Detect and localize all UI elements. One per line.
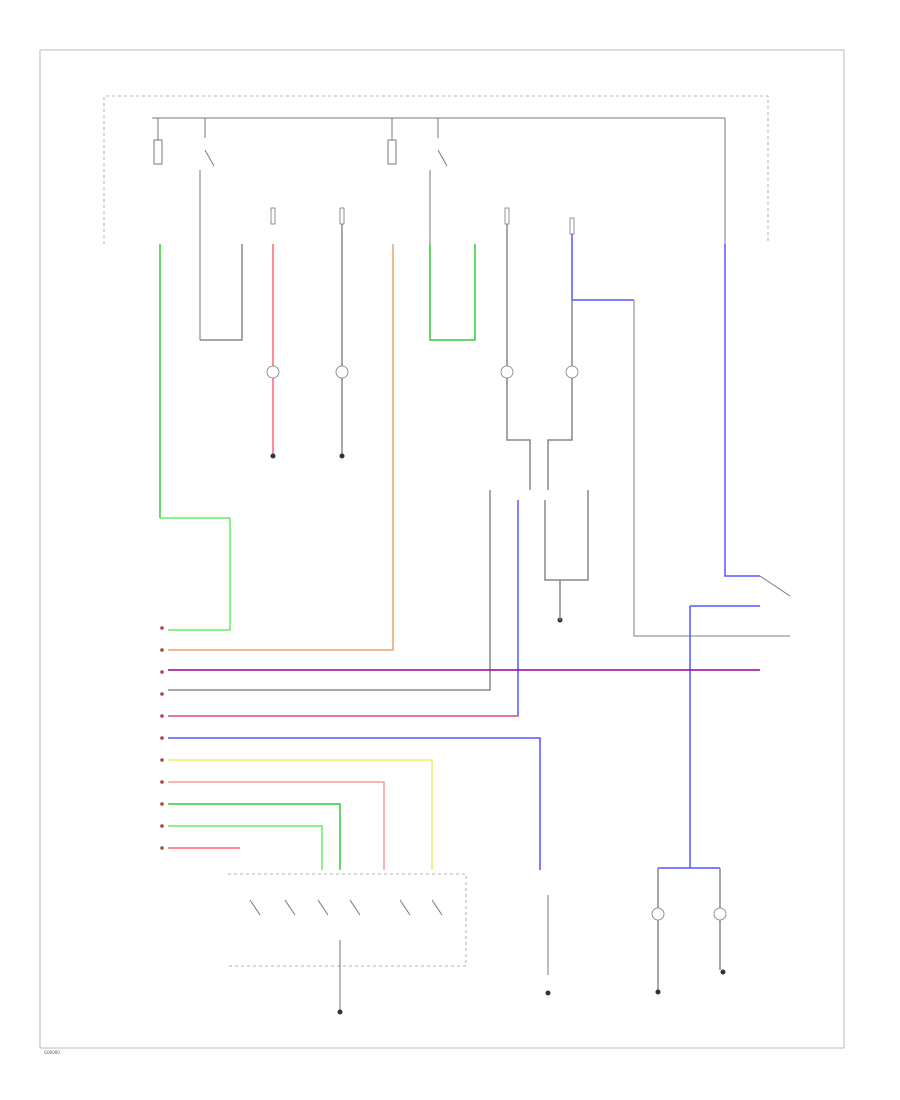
lamp-2: [335, 365, 349, 379]
wire-gray-mid: [168, 490, 491, 691]
wire-gray-long: [633, 300, 790, 637]
wire-relay-left-out: [200, 244, 243, 341]
wire-yellow: [168, 759, 433, 870]
wire-blue-right: [724, 244, 760, 577]
lamp-lower-1: [651, 907, 665, 921]
connector-pin-9: [160, 802, 164, 806]
wire-gray-right-lamp: [506, 224, 531, 490]
connector-pin-11: [160, 846, 164, 850]
wire-lightgreen-loop: [160, 517, 231, 631]
connector-pin-4: [160, 692, 164, 696]
figure-number: G00000: [44, 1050, 60, 1055]
combination-switch-contacts: [249, 899, 443, 1010]
ground-switch: [337, 1009, 343, 1015]
connector-pin-3: [160, 670, 164, 674]
connector-pin-10: [160, 824, 164, 828]
wire-blue-low: [168, 737, 541, 870]
wire-orange: [168, 244, 394, 651]
connector-pins: [160, 626, 164, 850]
wire-pink: [168, 781, 385, 870]
connector-pin-8: [160, 780, 164, 784]
ground-lamp-1: [655, 989, 661, 995]
wire-lightgreen-low: [168, 825, 323, 870]
lamp-lower-2: [713, 907, 727, 921]
wire-blue-mid: [168, 500, 519, 717]
connector-pin-1: [160, 626, 164, 630]
fuse-group: [270, 207, 575, 235]
wire-gray-right-lamp2: [547, 300, 573, 490]
relay-right: [387, 118, 448, 340]
lamp-1: [266, 365, 280, 379]
diagram-frame: [39, 49, 845, 1049]
lamp-3: [500, 365, 514, 379]
lamp-4: [565, 365, 579, 379]
connector-pin-6: [160, 736, 164, 740]
combination-switch-outline: [228, 873, 467, 967]
relay-box-outline: [103, 95, 769, 244]
switch-contact: [759, 575, 791, 597]
connector-pin-7: [160, 758, 164, 762]
connector-pin-5: [160, 714, 164, 718]
wire-green-low: [168, 803, 341, 870]
ground-switch-2: [545, 990, 551, 996]
headlight-lamps: [266, 365, 579, 379]
wire-gray-loop: [544, 490, 589, 581]
wire-green-right: [429, 244, 476, 341]
ground-lamp-2: [720, 969, 726, 975]
wire-blue-top: [571, 234, 634, 301]
connector-pin-2: [160, 648, 164, 652]
relay-left: [153, 118, 215, 340]
